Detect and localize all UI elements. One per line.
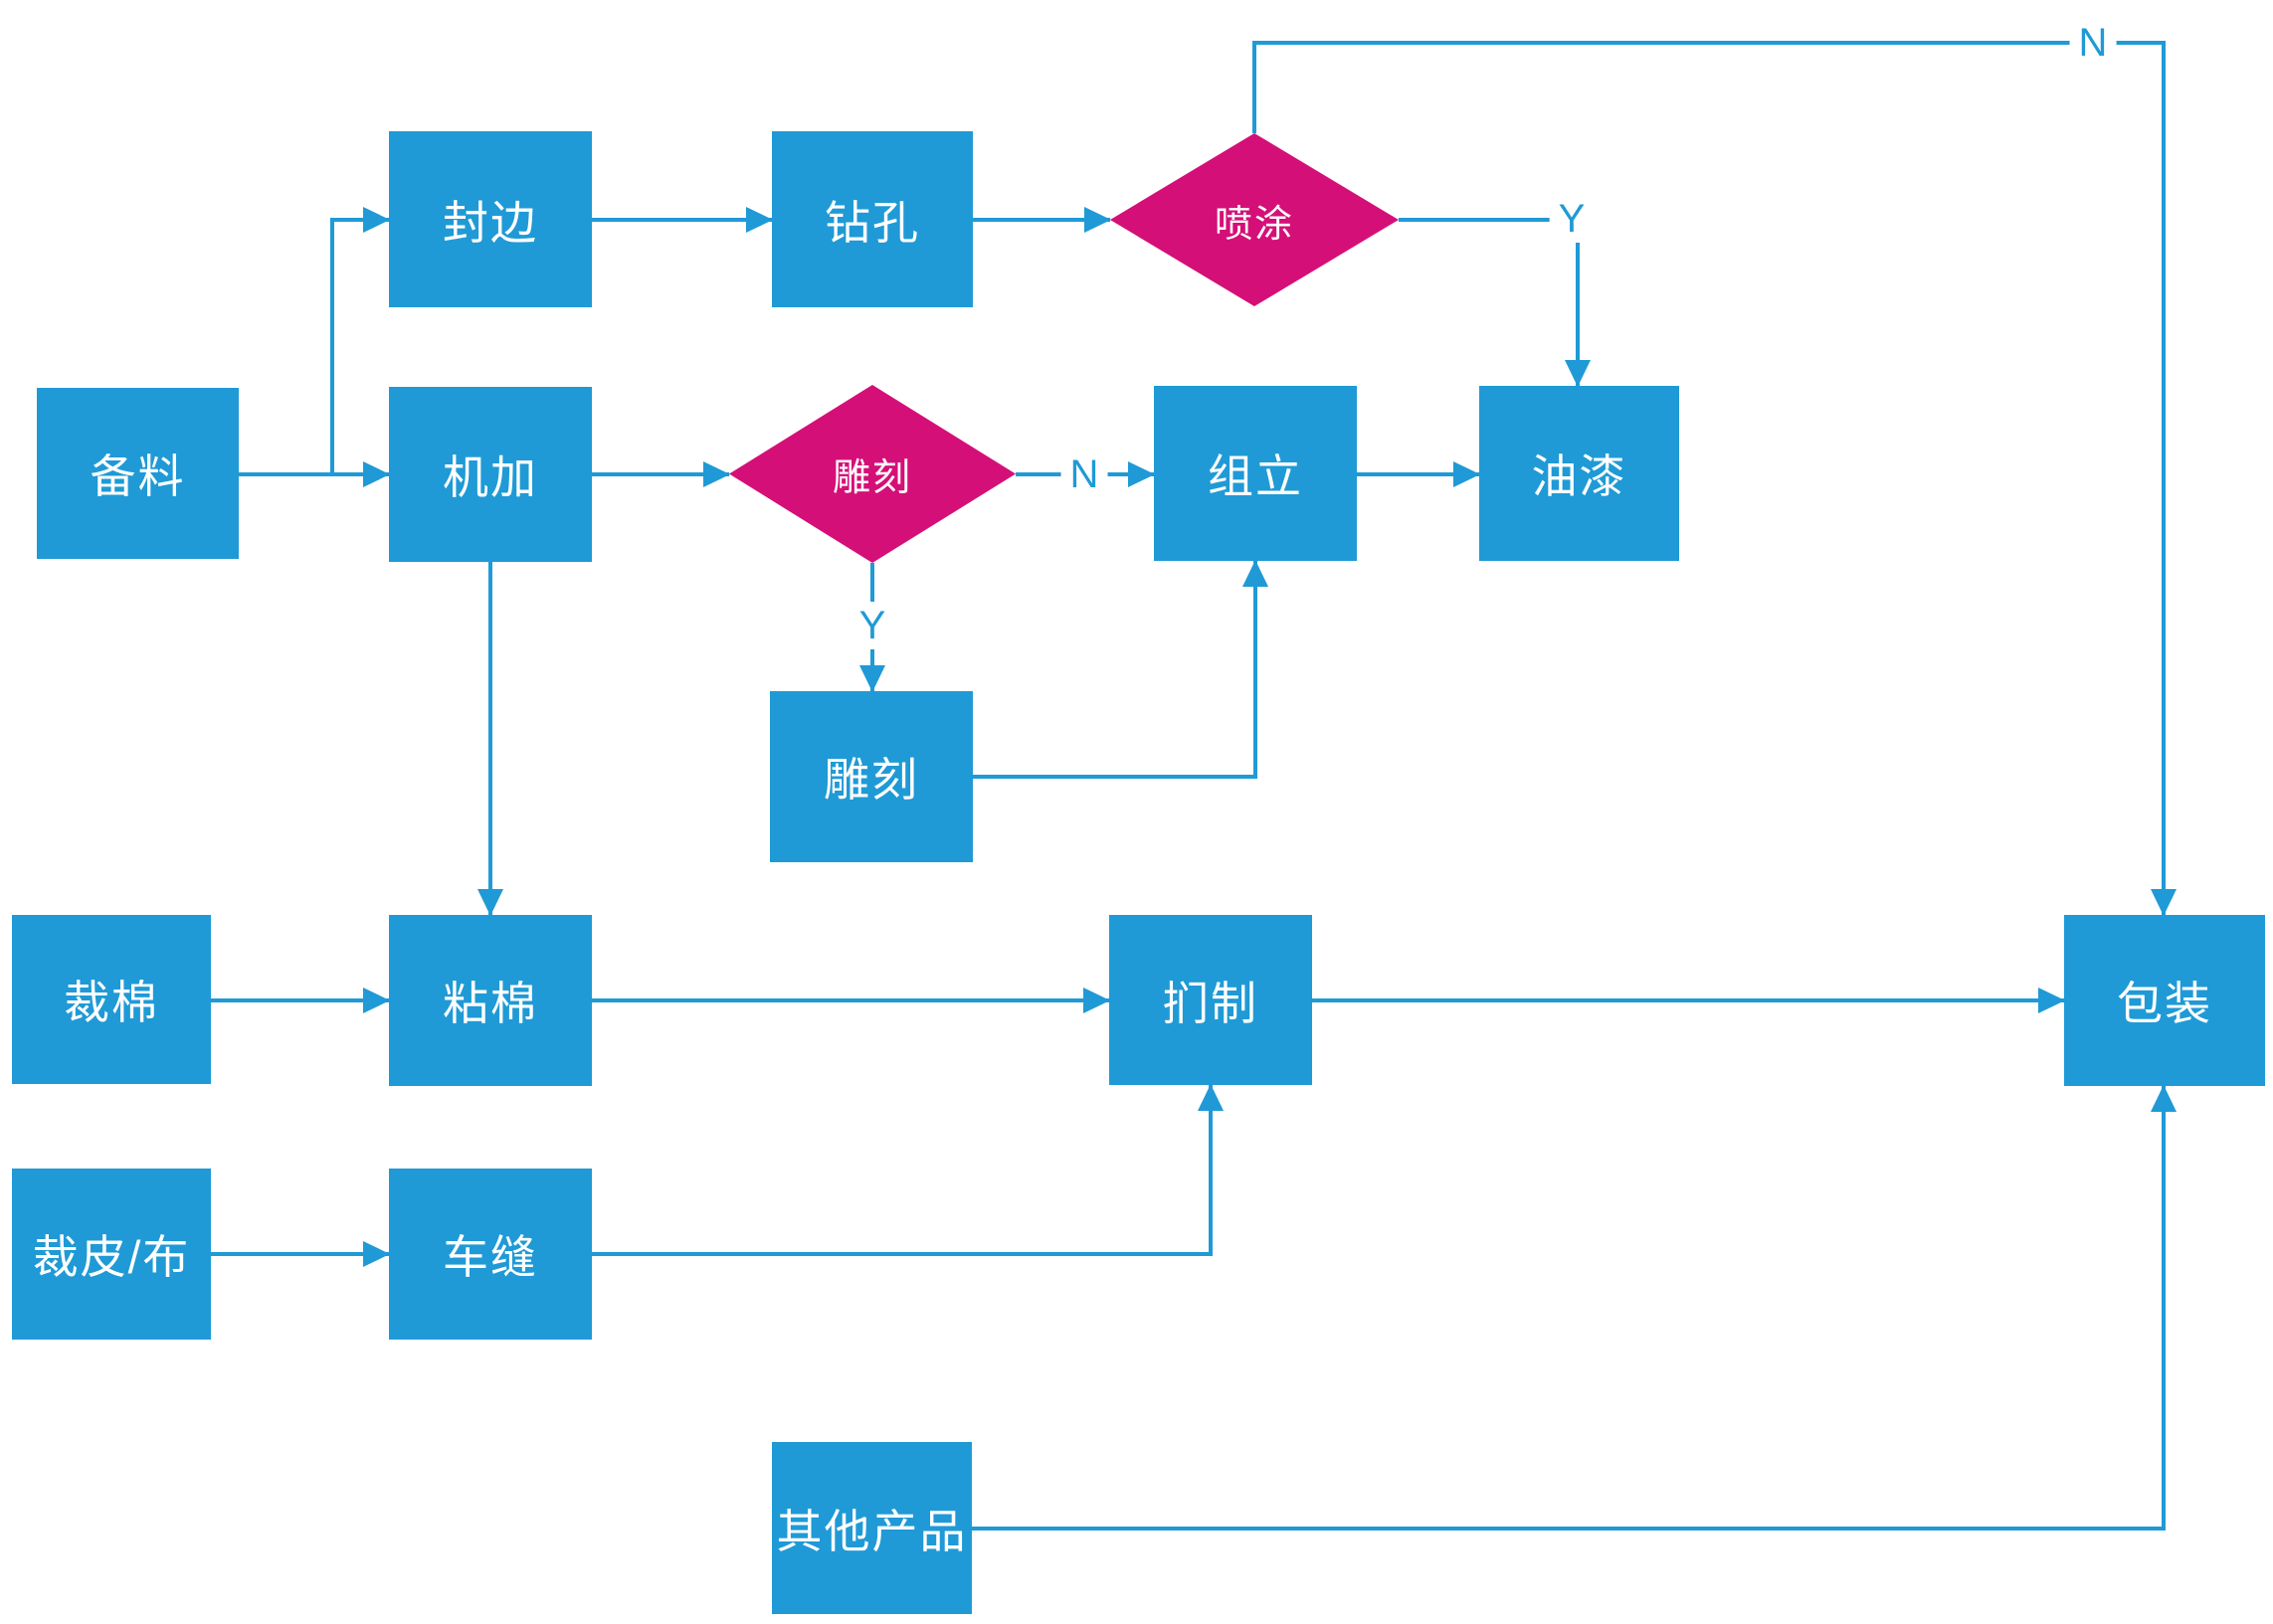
flow-node-label-zuankong: 钻孔 [825, 196, 920, 249]
flow-edge-pentu-baozhuang-N [1252, 41, 2177, 916]
flow-node-label-fengbian: 封边 [443, 196, 538, 249]
flow-node-label-zhanmian: 粘棉 [443, 978, 538, 1029]
flow-node-label-baozhuang: 包装 [2117, 978, 2212, 1029]
flow-node-fengbian: 封边 [389, 131, 592, 307]
flow-node-label-jijia: 机加 [443, 451, 538, 503]
flow-node-zhanmian: 粘棉 [389, 915, 592, 1086]
edge-branch-label-y-0: Y [1549, 195, 1595, 243]
flow-node-jijia: 机加 [389, 387, 592, 562]
flow-node-chefeng: 车缝 [389, 1169, 592, 1340]
flow-node-caipibu: 裁皮/布 [12, 1169, 211, 1340]
flow-node-label-diaoke-d: 雕刻 [832, 457, 912, 499]
flow-node-zuli: 组立 [1154, 386, 1357, 561]
flow-edge-chefeng-menzhi [592, 1084, 1224, 1256]
flow-node-youqi: 油漆 [1479, 386, 1679, 561]
flow-node-label-zuli: 组立 [1208, 451, 1303, 502]
flow-node-caimian: 裁棉 [12, 915, 211, 1084]
flow-edge-qitachanpin-baozhuang [972, 1085, 2177, 1531]
flow-node-label-chefeng: 车缝 [443, 1231, 538, 1283]
flow-node-label-youqi: 油漆 [1531, 451, 1627, 502]
flow-node-label-qitachanpin: 其他产品 [776, 1505, 968, 1557]
edge-branch-label-n-1: N [2069, 19, 2117, 67]
flow-node-zuankong: 钻孔 [772, 131, 973, 307]
flow-edge-pentu-youqi-Y [1399, 218, 1591, 387]
flow-node-label-beiliao: 备料 [90, 451, 186, 502]
flow-edge-diaoke-zuli [973, 560, 1268, 779]
edge-branch-label-y-3: Y [850, 602, 895, 649]
flow-node-beiliao: 备料 [37, 388, 239, 559]
flow-node-qitachanpin: 其他产品 [772, 1442, 972, 1614]
flow-node-label-diaoke: 雕刻 [824, 754, 919, 806]
flow-node-label-caipibu: 裁皮/布 [32, 1231, 191, 1283]
flow-node-label-menzhi: 扪制 [1163, 977, 1258, 1029]
flow-node-menzhi: 扪制 [1109, 915, 1312, 1085]
flow-node-diaoke: 雕刻 [770, 691, 973, 862]
flow-node-label-pentu: 喷涂 [1214, 203, 1294, 246]
edge-branch-label-n-2: N [1060, 451, 1108, 498]
flow-edge-beiliao-fengbian [239, 207, 390, 476]
flow-node-label-caimian: 裁棉 [64, 977, 159, 1028]
flow-node-baozhuang: 包装 [2064, 915, 2265, 1086]
